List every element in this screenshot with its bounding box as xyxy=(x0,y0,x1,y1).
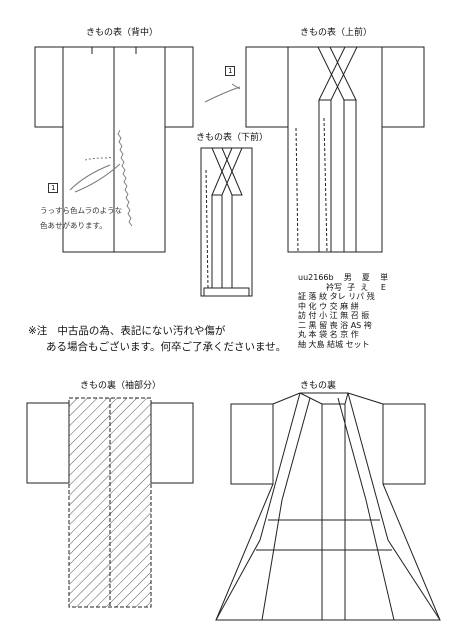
code-row: 中 化 ウ 交 麻 絣 xyxy=(298,301,359,311)
code-row: 訪 付 小 江 無 召 振 xyxy=(298,311,370,320)
kimono-back-view xyxy=(34,46,194,253)
kimono-lining-view xyxy=(215,392,441,621)
product-code-block: uu2166b 男 夏 単 衿写 子 え E 証 落 紋 タレ リパ 残 中 化… xyxy=(298,273,388,349)
label-lining: きもの裏 xyxy=(300,381,337,391)
code-row: 二 黒 留 喪 浴 AS 袴 xyxy=(298,320,372,330)
kimono-lining-sleeve-view xyxy=(26,397,194,608)
label-back: きもの表（背中） xyxy=(86,28,159,38)
notice-prefix: ※注 xyxy=(28,325,48,337)
label-under-front: きもの表（下前） xyxy=(196,133,269,143)
notice: ※注 中古品の為、表記にない汚れや傷が ある場合もございます。何卒ご了承ください… xyxy=(28,323,286,355)
code-row: 紬 大島 結城 セット xyxy=(298,339,370,349)
notice-line2: ある場合もございます。何卒ご了承くださいませ。 xyxy=(46,341,287,353)
damage-marker-2: 1 xyxy=(48,183,59,193)
handwritten-note-line1: うっすら色ムラのような xyxy=(40,206,123,215)
damage-marker-1: 1 xyxy=(225,66,236,76)
code-row-collar: 衿写 子 え E xyxy=(326,282,386,292)
label-front: きもの表（上前） xyxy=(300,28,373,38)
code-row: 証 落 紋 タレ リパ 残 xyxy=(298,292,375,301)
code-row-header: uu2166b 男 夏 単 xyxy=(298,273,389,282)
product-code: uu2166b xyxy=(298,273,334,282)
handwritten-note-line2: 色あせがあります。 xyxy=(40,221,107,230)
kimono-front-view xyxy=(204,46,425,253)
code-row: 丸 本 袋 名 京 作 xyxy=(298,330,359,339)
notice-line1: 中古品の為、表記にない汚れや傷が xyxy=(57,325,226,337)
label-lining-sleeve: きもの裏（袖部分） xyxy=(80,381,162,391)
kimono-under-front-view xyxy=(200,147,253,297)
